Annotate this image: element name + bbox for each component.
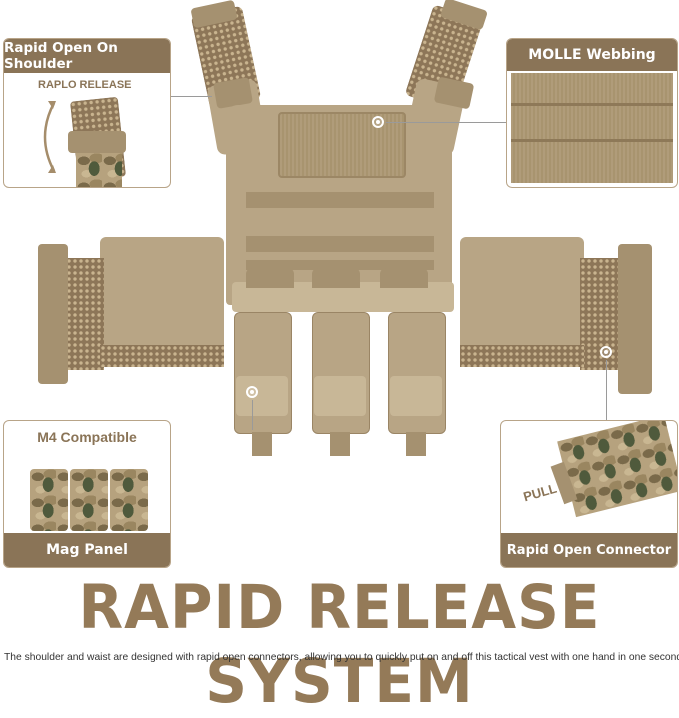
shoulder-buckle-clip: [68, 131, 126, 153]
right-cummerbund-mesh: [580, 258, 624, 370]
magpanel-leader-line: [252, 400, 253, 430]
caption: The shoulder and waist are designed with…: [4, 652, 679, 663]
molle-row-1: [246, 192, 434, 208]
molle-dot: [372, 116, 384, 128]
molle-callout-title: MOLLE Webbing: [507, 39, 677, 71]
pouch-flap-2: [314, 376, 366, 416]
connector-leader-line: [606, 360, 607, 420]
left-lower-mesh: [100, 345, 224, 367]
shoulder-callout-title: Rapid Open On Shoulder: [4, 39, 170, 73]
molle-stripe-2: [511, 139, 673, 142]
molle-leader-line: [386, 122, 506, 123]
molle-webbing-photo: [511, 73, 673, 183]
shoulder-leader-line: [168, 96, 212, 97]
shoulder-release-label: RAPLO RELEASE: [38, 79, 132, 91]
right-side-connector: [618, 244, 652, 394]
molle-row-3: [246, 260, 434, 270]
mag-pouch-photo-3: [110, 469, 148, 531]
left-cummerbund: [100, 237, 224, 355]
pouch-flap-3: [390, 376, 442, 416]
mag-pouch-top-1: [246, 268, 294, 288]
molle-stripe-1: [511, 103, 673, 106]
connector-callout-title: Rapid Open Connector: [501, 533, 677, 567]
curved-arrow-icon: [32, 97, 62, 177]
shoulder-callout: Rapid Open On Shoulder RAPLO RELEASE: [3, 38, 171, 188]
mag-pouch-photo-2: [70, 469, 108, 531]
pouch-tab-1: [252, 432, 272, 456]
pouch-flap-1: [236, 376, 288, 416]
connector-callout: PULL Rapid Open Connector: [500, 420, 678, 568]
pull-label: PULL: [521, 480, 559, 505]
pouch-tab-3: [406, 432, 426, 456]
magpanel-dot: [246, 386, 258, 398]
left-side-connector: [38, 244, 68, 384]
mag-panel-callout-title: Mag Panel: [4, 533, 170, 567]
right-lower-mesh: [460, 345, 584, 367]
vest-illustration: [38, 0, 652, 456]
shoulder-camo-strap: [76, 153, 122, 187]
molle-callout: MOLLE Webbing: [506, 38, 678, 188]
connector-dot: [600, 346, 612, 358]
mag-pouch-top-2: [312, 268, 360, 288]
mag-panel-top-label: M4 Compatible: [37, 429, 137, 445]
headline: RAPID RELEASE SYSTEM: [78, 571, 601, 717]
mag-pouch-photo-1: [30, 469, 68, 531]
right-cummerbund: [460, 237, 584, 355]
pouch-tab-2: [330, 432, 350, 456]
molle-row-2: [246, 236, 434, 252]
mag-panel-callout: M4 Compatible Mag Panel: [3, 420, 171, 568]
mag-pouch-top-3: [380, 268, 428, 288]
connector-photo: [557, 421, 677, 518]
